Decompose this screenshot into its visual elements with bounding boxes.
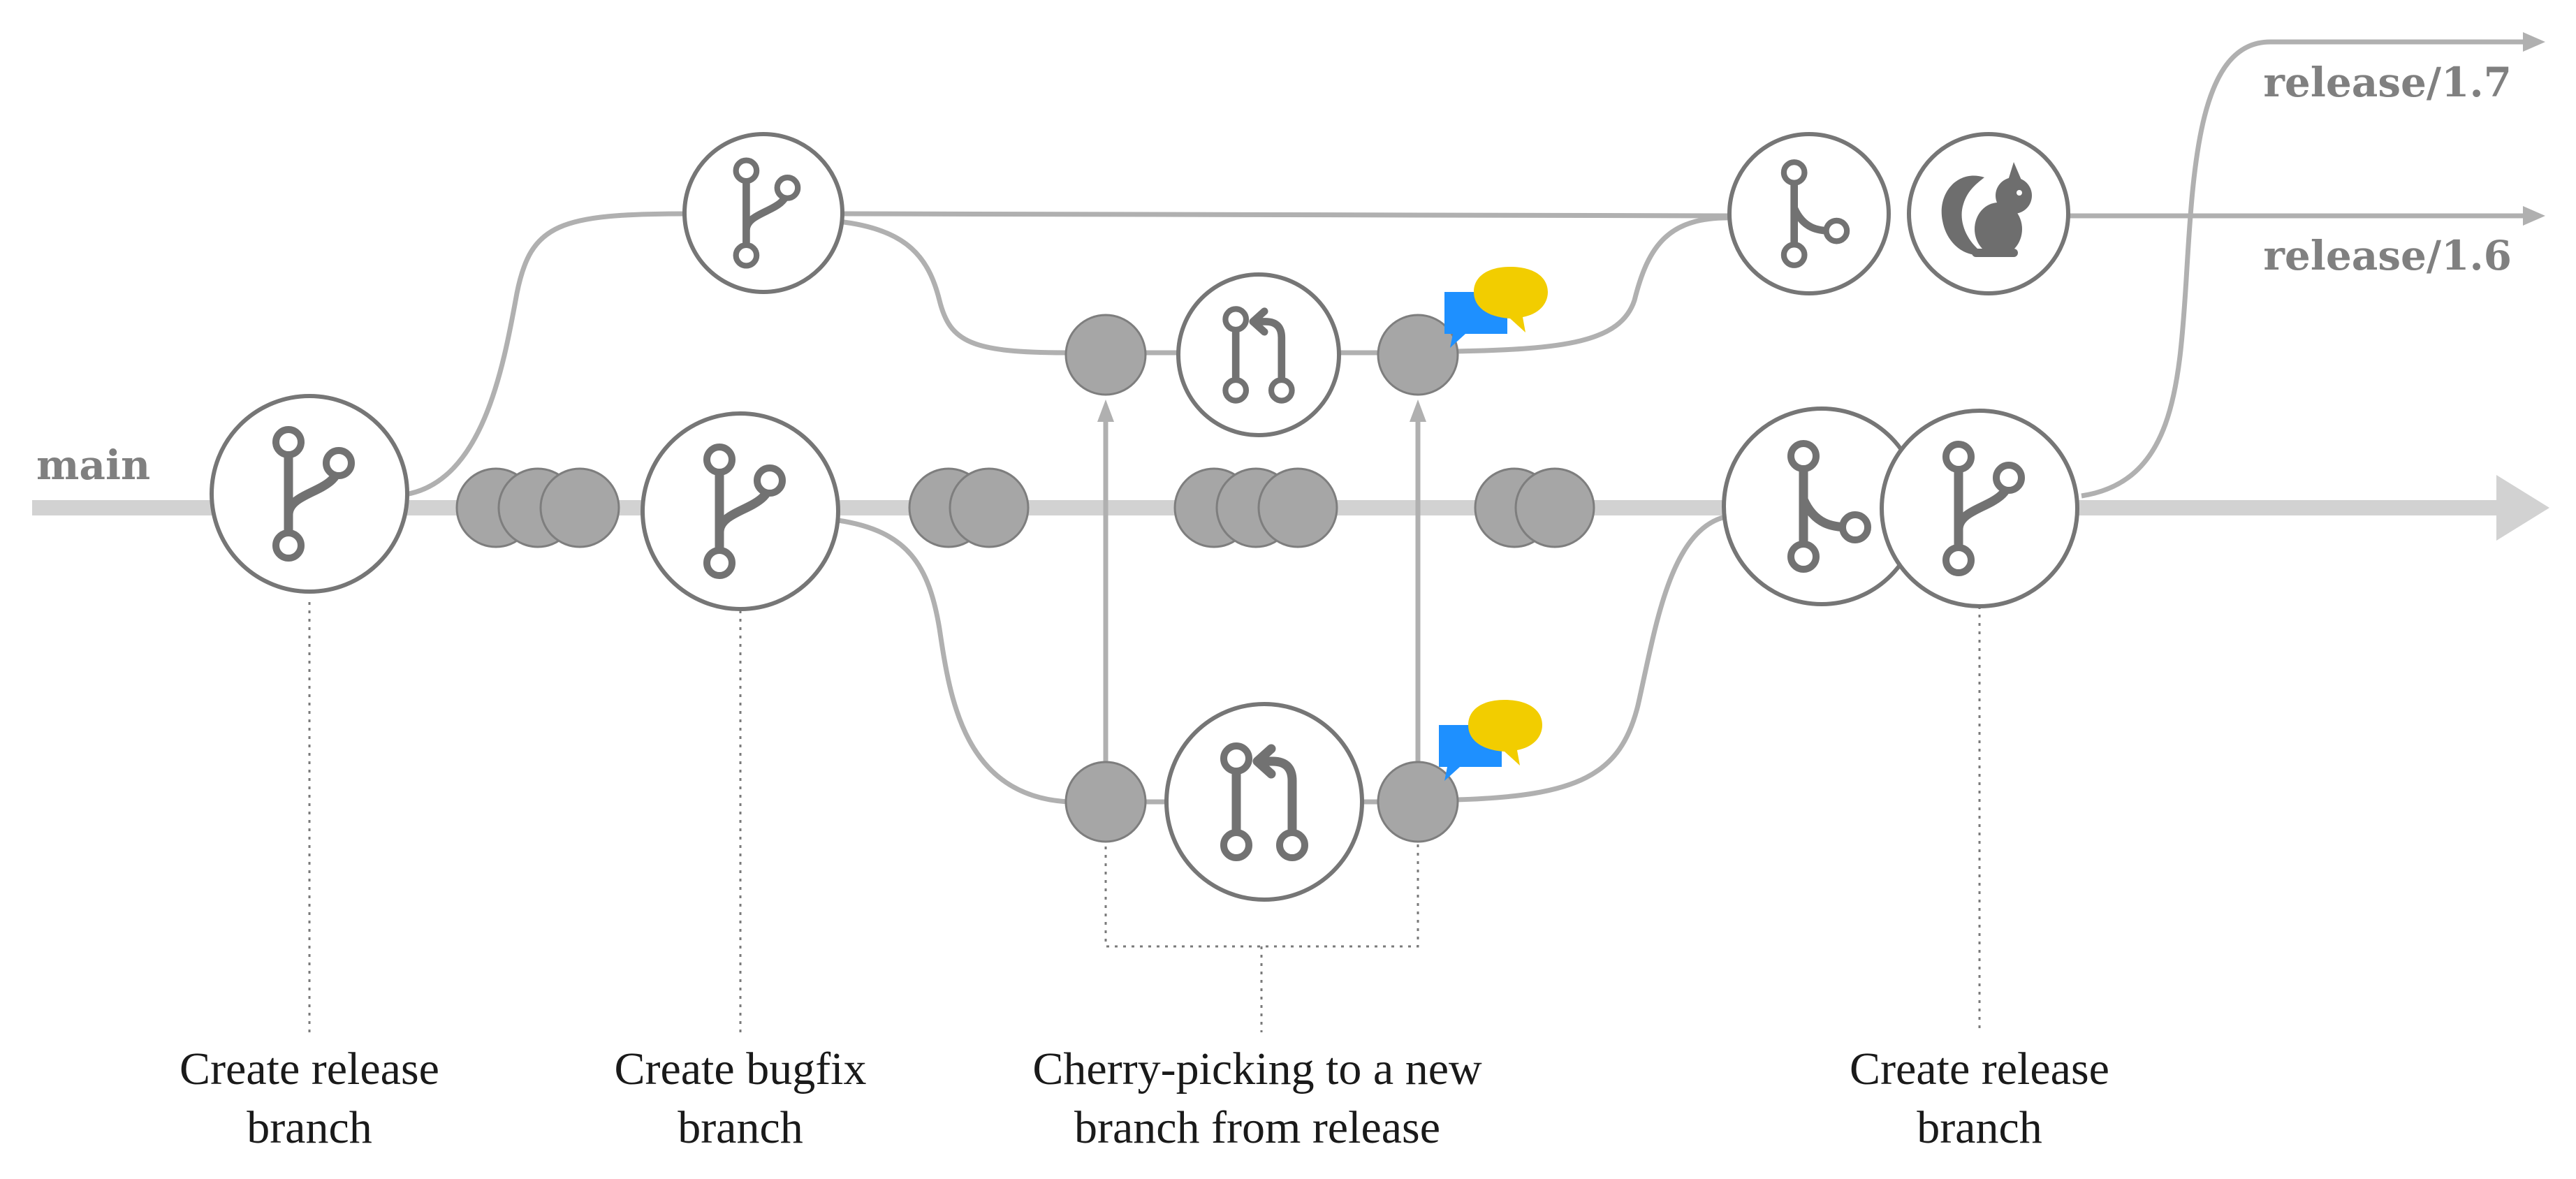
caption-create-release-1: Create release branch [180, 1043, 439, 1153]
pr-node-upper [1176, 272, 1341, 437]
comment-bubbles-icon [1444, 267, 1548, 348]
commit-dot [1257, 467, 1338, 548]
main-commits [455, 467, 1595, 548]
bugfix-commits [1064, 314, 1459, 843]
comment-bubbles-icon [1439, 700, 1542, 781]
branch-node-release-16 [682, 132, 844, 294]
commit-dot [1377, 314, 1459, 396]
release-17-line [2081, 32, 2545, 499]
caption-cherry-pick: Cherry-picking to a new branch from rele… [1032, 1043, 1482, 1153]
svg-text:Create bugfix: Create bugfix [614, 1043, 866, 1094]
release-16-label: release/1.6 [2263, 232, 2512, 279]
release-16-line [404, 206, 2545, 497]
commit-dot [1377, 761, 1459, 843]
commit-dot [949, 467, 1030, 548]
svg-text:Create release: Create release [1850, 1043, 2109, 1094]
commit-dot [1514, 467, 1595, 548]
caption-create-release-2: Create release branch [1850, 1043, 2109, 1153]
svg-text:branch: branch [678, 1102, 803, 1153]
svg-text:branch: branch [247, 1102, 372, 1153]
branch-node-create-bugfix [641, 411, 840, 611]
branch-node-create-release-2 [1880, 409, 2079, 608]
caption-create-bugfix: Create bugfix branch [614, 1043, 866, 1153]
svg-text:Create release: Create release [180, 1043, 439, 1094]
cherry-pick-arrows [1097, 400, 1426, 784]
main-branch-label: main [36, 441, 150, 489]
deploy-node [1907, 132, 2070, 295]
squirrel-icon [1941, 162, 2032, 257]
commit-dot [539, 467, 620, 548]
commit-dot [1064, 314, 1147, 396]
pr-node-lower [1164, 702, 1364, 902]
release-17-label: release/1.7 [2263, 59, 2512, 106]
svg-text:branch from release: branch from release [1074, 1102, 1440, 1153]
svg-text:Cherry-picking to a new: Cherry-picking to a new [1032, 1043, 1482, 1094]
commit-dot [1064, 761, 1147, 843]
svg-text:branch: branch [1917, 1102, 2042, 1153]
merge-node-release-16 [1727, 132, 1891, 295]
guide-lines [308, 602, 1981, 1032]
branch-node-create-release-1 [210, 394, 409, 594]
